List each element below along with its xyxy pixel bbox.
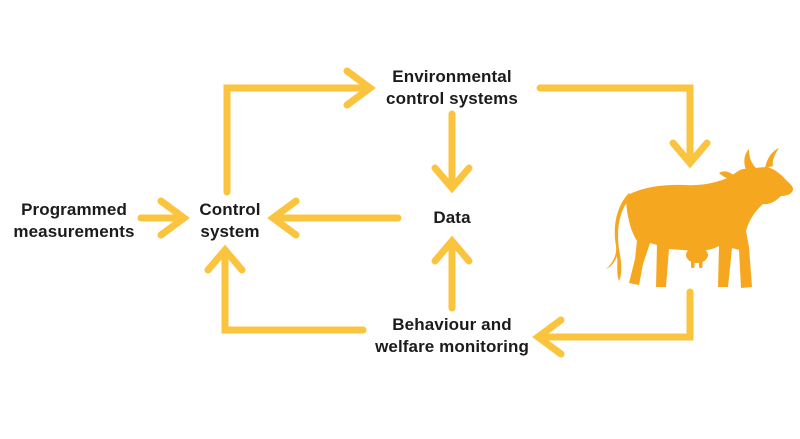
arrow-programmed-to-control xyxy=(137,197,190,239)
arrow-behaviour-to-control xyxy=(204,244,367,334)
arrow-cow-to-behaviour xyxy=(532,288,694,358)
arrow-environmental-to-cow xyxy=(536,84,711,169)
node-data: Data xyxy=(433,208,471,227)
cow-icon xyxy=(606,148,793,288)
arrow-data-to-control xyxy=(267,197,402,239)
node-programmed-measurements: Programmed measurements xyxy=(13,200,135,241)
node-behaviour-welfare-monitoring: Behaviour and welfare monitoring xyxy=(375,315,529,356)
arrow-control-to-environmental xyxy=(223,67,376,196)
arrow-behaviour-to-data xyxy=(431,235,473,312)
arrow-environmental-to-data xyxy=(431,110,473,194)
node-environmental-control-systems: Environmental control systems xyxy=(386,67,518,108)
arrow-layer xyxy=(137,67,711,358)
node-control-system: Control system xyxy=(199,200,261,241)
